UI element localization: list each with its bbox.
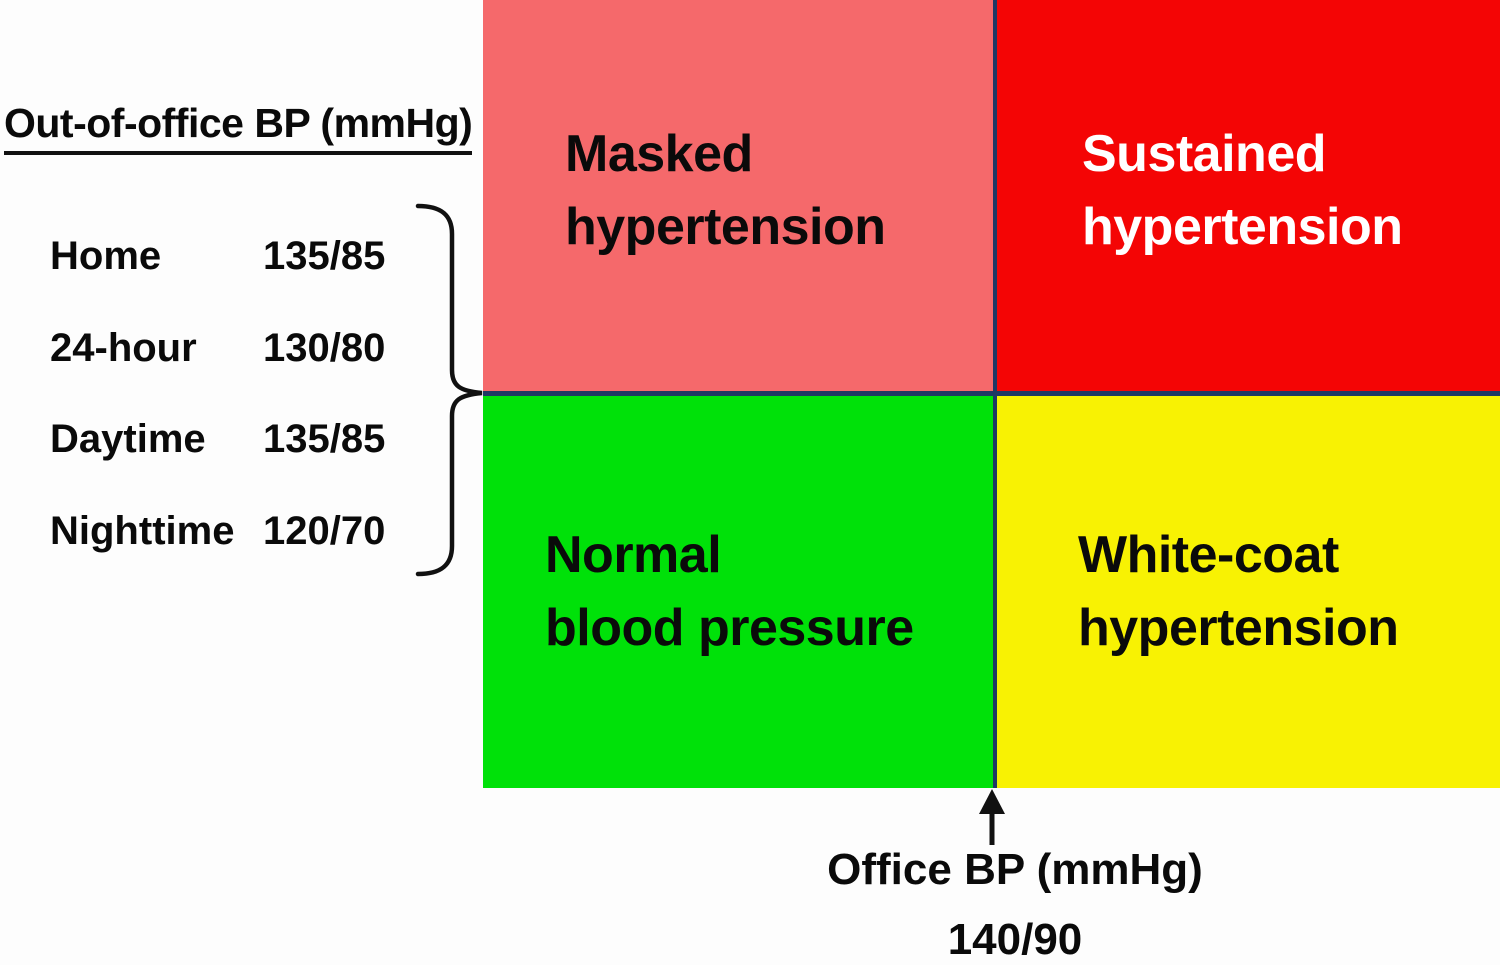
arrow-head <box>979 789 1005 814</box>
quadrant-label-line2: blood pressure <box>545 599 914 657</box>
quadrant-matrix: Masked hypertension Sustained hypertensi… <box>483 0 1500 788</box>
up-arrow-icon <box>979 789 1005 845</box>
horizontal-divider <box>483 391 1500 396</box>
legend-label: 24-hour <box>50 326 197 370</box>
quadrant-label-line2: hypertension <box>565 198 886 256</box>
legend-label: Nighttime <box>50 509 235 553</box>
quadrant-label-line1: Masked <box>565 125 753 183</box>
legend-label: Daytime <box>50 417 206 461</box>
legend-value: 120/70 <box>263 509 386 553</box>
quadrant-sustained-hypertension: Sustained hypertension <box>997 0 1500 391</box>
office-bp-value: 140/90 <box>947 915 1083 964</box>
quadrant-label: White-coat hypertension <box>1078 519 1399 665</box>
legend-value: 135/85 <box>263 234 386 278</box>
legend-row-home: Home 135/85 <box>0 234 420 282</box>
office-bp-label: Office BP (mmHg) <box>827 845 1203 894</box>
legend-value: 135/85 <box>263 417 386 461</box>
quadrant-label: Normal blood pressure <box>545 519 914 665</box>
quadrant-label-line1: Sustained <box>1082 125 1326 183</box>
legend-label: Home <box>50 234 162 278</box>
quadrant-label-line2: hypertension <box>1078 599 1399 657</box>
curly-brace-path <box>415 203 483 577</box>
legend-row-nighttime: Nighttime 120/70 <box>0 509 420 557</box>
legend-row-24-hour: 24-hour 130/80 <box>0 326 420 374</box>
out-of-office-bp-title: Out-of-office BP (mmHg) <box>4 100 473 155</box>
quadrant-white-coat-hypertension: White-coat hypertension <box>997 396 1500 788</box>
quadrant-label: Masked hypertension <box>565 118 886 264</box>
legend-value: 130/80 <box>263 326 386 370</box>
office-bp-caption: Office BP (mmHg) 140/90 <box>820 845 1210 965</box>
quadrant-label-line2: hypertension <box>1082 198 1403 256</box>
quadrant-normal-blood-pressure: Normal blood pressure <box>483 396 993 788</box>
quadrant-label-line1: White-coat <box>1078 526 1339 584</box>
legend-row-daytime: Daytime 135/85 <box>0 417 420 465</box>
quadrant-label: Sustained hypertension <box>1082 118 1403 264</box>
curly-brace-icon <box>415 203 483 577</box>
quadrant-masked-hypertension: Masked hypertension <box>483 0 993 391</box>
quadrant-label-line1: Normal <box>545 526 722 584</box>
